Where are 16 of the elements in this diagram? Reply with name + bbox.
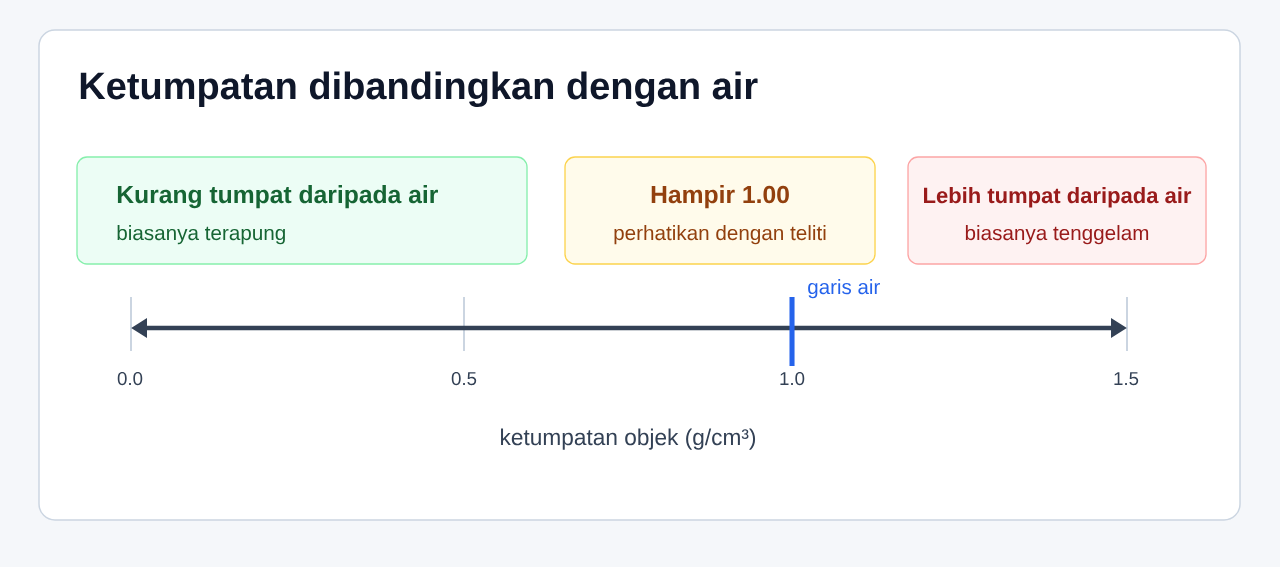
box-heading: Hampir 1.00 [651, 185, 789, 209]
title: Ketumpatan dibandingkan dengan air [80, 71, 758, 108]
box-note: biasanya tenggelam [965, 225, 1149, 245]
box-heading: Lebih tumpat daripada air [924, 187, 1192, 208]
axis-label: ketumpatan objek (g/cm³) [501, 428, 756, 450]
tick-label: 0.5 [451, 371, 477, 386]
info-box [76, 156, 528, 265]
tick-label: 1.0 [780, 371, 805, 386]
info-box [564, 156, 876, 265]
marker-label: garis air [808, 279, 880, 299]
tick-label: 1.5 [1114, 372, 1139, 386]
box-heading: Kurang tumpat daripada air [117, 185, 438, 209]
info-box [907, 156, 1207, 265]
tick-label: 0.0 [117, 371, 143, 386]
box-note: perhatikan dengan teliti [614, 225, 826, 245]
box-note: biasanya terapung [117, 225, 285, 245]
